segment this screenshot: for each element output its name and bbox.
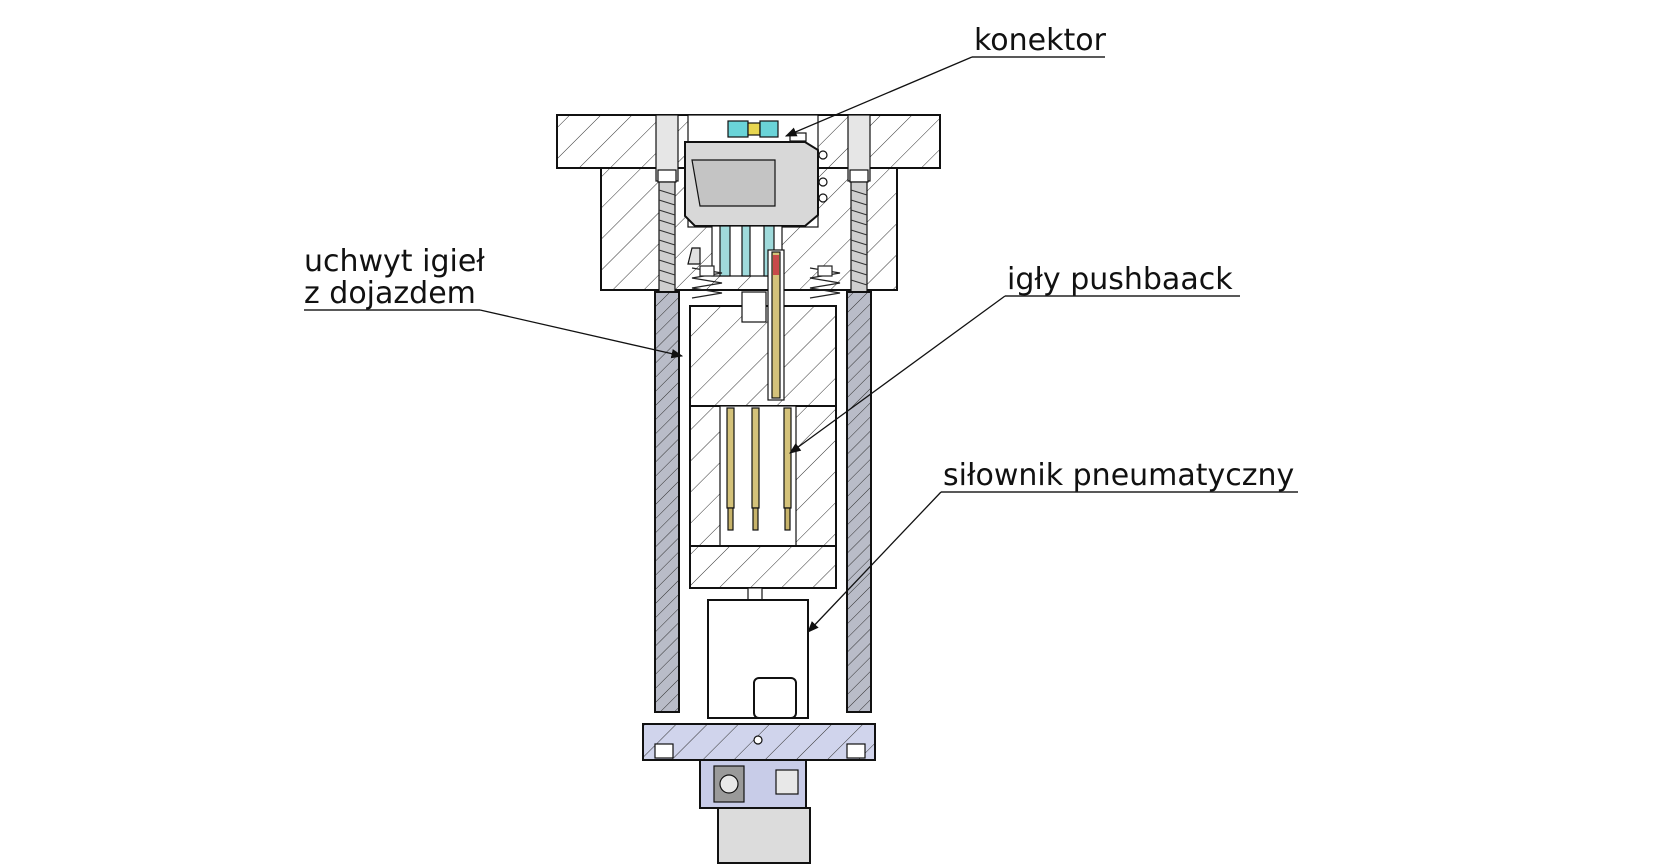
- label-needles: igły pushbaack: [1007, 262, 1233, 297]
- leader-holder: [304, 309, 684, 359]
- pushback-needle-3: [783, 407, 792, 531]
- pushback-needle-2: [751, 407, 760, 531]
- top-bolt-right: [847, 114, 871, 183]
- threaded-rod-right-upper: [850, 181, 868, 293]
- label-connector: konektor: [974, 23, 1107, 58]
- pushback-needle-1: [726, 407, 735, 531]
- cylinder-base: [717, 807, 811, 864]
- leader-connector: [784, 56, 1105, 137]
- top-bolt-left: [655, 114, 679, 183]
- label-holder-line2: z dojazdem: [304, 276, 476, 311]
- leader-cylinder: [807, 491, 1298, 633]
- column-right: [846, 291, 872, 713]
- label-holder-line1: uchwyt igieł: [304, 244, 485, 279]
- bottom-fitting: [699, 759, 807, 809]
- piston-rod: [747, 587, 763, 601]
- column-left: [654, 291, 680, 713]
- pneumatic-cylinder: [707, 599, 809, 719]
- needle-top-vertical: [771, 251, 781, 399]
- label-cylinder: siłownik pneumatyczny: [943, 458, 1294, 493]
- bottom-plate: [642, 723, 876, 761]
- leader-needles: [789, 295, 1240, 454]
- spring-left: [691, 265, 723, 299]
- needle-guide-block: [689, 405, 837, 589]
- spring-right: [809, 265, 841, 299]
- threaded-rod-left-upper: [658, 181, 676, 293]
